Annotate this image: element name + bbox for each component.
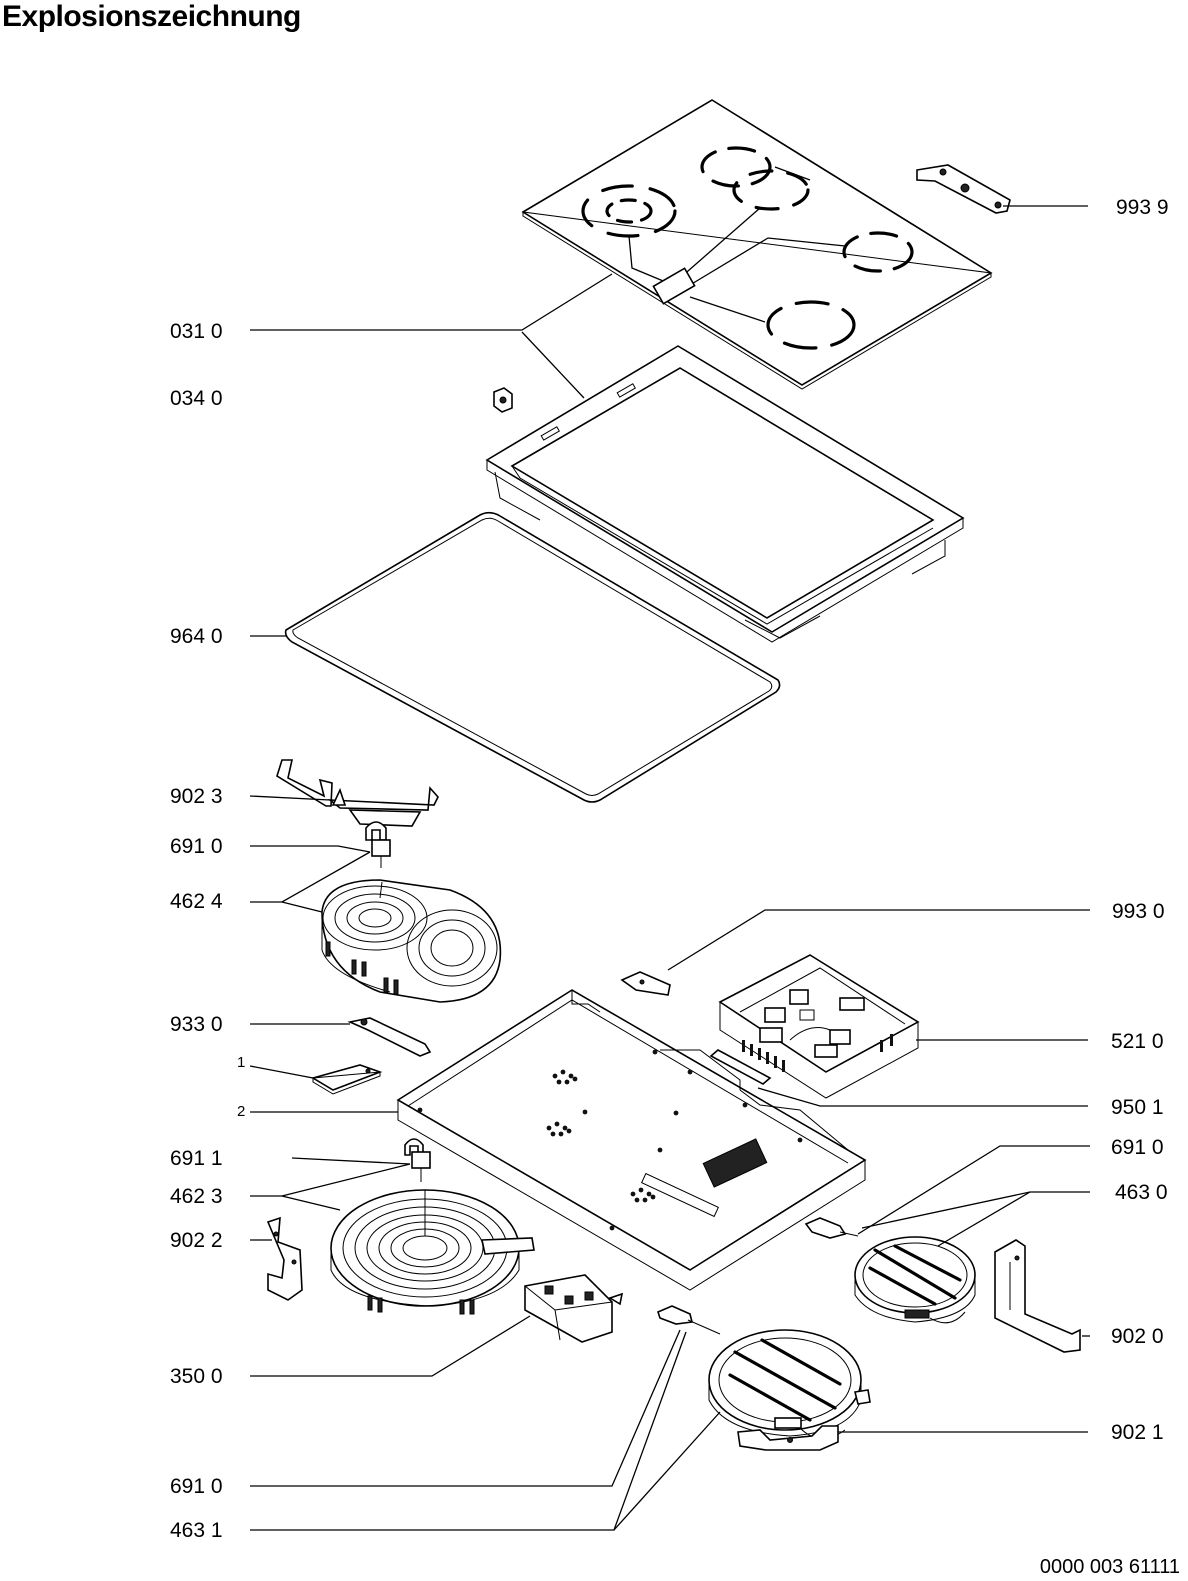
halogen-heater-icon (708, 1329, 871, 1439)
document-number: 0000 003 61111 (1039, 1556, 1180, 1578)
part-label-993-0: 993 0 (1112, 900, 1165, 923)
part-label-462-4: 462 4 (170, 890, 223, 913)
part-label-902-1: 902 1 (1111, 1421, 1164, 1444)
cooktop-glass-icon (521, 99, 993, 390)
terminal-block-icon (524, 1274, 624, 1343)
part-label-462-3: 462 3 (170, 1185, 223, 1208)
oval-heater-icon (321, 879, 502, 1003)
part-label-463-0: 463 0 (1115, 1181, 1168, 1204)
bracket-icon (737, 1425, 839, 1451)
tray-icon (396, 989, 867, 1291)
frame-icon (485, 345, 965, 643)
connector-icon (804, 1217, 859, 1239)
part-label-993-9: 993 9 (1116, 196, 1169, 219)
part-label-902-0: 902 0 (1111, 1325, 1164, 1348)
clip-icon (620, 971, 671, 996)
clip-icon (493, 387, 513, 413)
connector-icon (657, 1305, 721, 1335)
leader-lines (249, 205, 1090, 1531)
scraper-icon (916, 164, 1011, 214)
part-label-964-0: 964 0 (170, 625, 223, 648)
part-label-350-0: 350 0 (170, 1365, 223, 1388)
plate-icon (310, 1064, 383, 1095)
bracket-icon (276, 759, 439, 827)
part-label-933-0: 933 0 (170, 1013, 223, 1036)
part-label-521-0: 521 0 (1111, 1030, 1164, 1053)
part-label-463-1: 463 1 (170, 1519, 223, 1542)
part-label-691-0-right: 691 0 (1111, 1136, 1164, 1159)
sensor-icon (347, 1017, 432, 1057)
part-label-691-0-top: 691 0 (170, 835, 223, 858)
round-heater-icon (330, 1189, 535, 1315)
part-label-902-3: 902 3 (170, 785, 223, 808)
halogen-heater-icon (854, 1236, 976, 1324)
connector-icon (404, 1138, 431, 1182)
part-label-2: 2 (237, 1103, 246, 1120)
part-label-950-1: 950 1 (1111, 1096, 1164, 1119)
part-label-691-0-bottom: 691 0 (170, 1475, 223, 1498)
part-label-1: 1 (237, 1054, 246, 1071)
bracket-icon (994, 1239, 1081, 1353)
circuit-board-icon (718, 954, 920, 1099)
seal-icon (284, 511, 781, 803)
part-label-902-2: 902 2 (170, 1229, 223, 1252)
connector-icon (365, 821, 391, 868)
bracket-icon (266, 1216, 303, 1301)
part-label-691-1: 691 1 (170, 1147, 223, 1170)
part-label-034-0: 034 0 (170, 387, 223, 410)
page-title: Explosionszeichnung (2, 0, 301, 33)
part-label-031-0: 031 0 (170, 320, 223, 343)
heat-strip-icon (709, 1049, 772, 1085)
